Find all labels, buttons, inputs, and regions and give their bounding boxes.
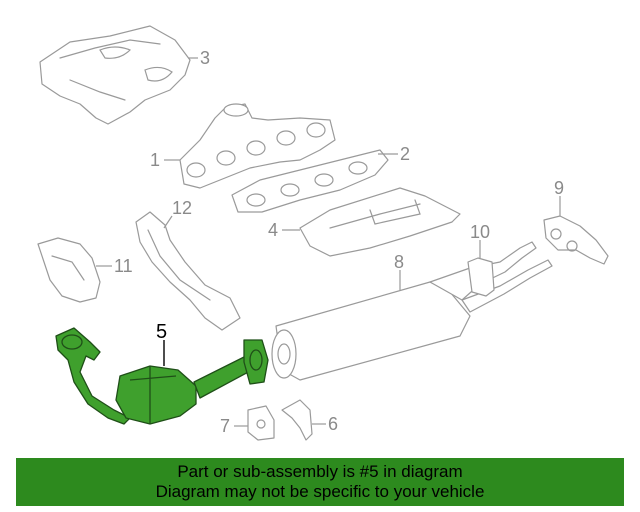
banner-line-1: Part or sub-assembly is #5 in diagram [177,462,463,481]
callout-11[interactable]: 11 [114,256,133,276]
part-2-gasket [231,149,389,213]
part-1-exhaust-manifold [179,103,336,189]
part-6-clip [281,399,313,441]
callout-1[interactable]: 1 [150,150,160,170]
banner-line-2: Diagram may not be specific to your vehi… [155,482,485,501]
callout-7[interactable]: 7 [220,416,230,436]
part-7-isolator [247,405,275,441]
callout-4[interactable]: 4 [268,220,278,240]
part-12-bracket [135,211,241,331]
callout-12[interactable]: 12 [172,198,192,218]
info-banner: Part or sub-assembly is #5 in diagram Di… [16,458,624,506]
callout-9[interactable]: 9 [554,178,564,198]
exhaust-parts-diagram: 3 1 2 4 12 11 [37,25,609,441]
part-5-catalytic-converter [55,327,269,425]
part-3-heat-shield [39,25,191,125]
callout-2[interactable]: 2 [400,144,410,164]
callout-3[interactable]: 3 [200,48,210,68]
part-4-heat-shield [299,187,461,257]
callout-10[interactable]: 10 [470,222,490,242]
callout-8[interactable]: 8 [394,252,404,272]
callout-5[interactable]: 5 [156,321,167,343]
part-8-muffler [271,241,553,381]
leader-12 [163,215,173,229]
part-11-shield [37,237,101,303]
callout-6[interactable]: 6 [328,414,338,434]
part-10-hanger [467,257,495,297]
part-9-mount [543,215,609,265]
